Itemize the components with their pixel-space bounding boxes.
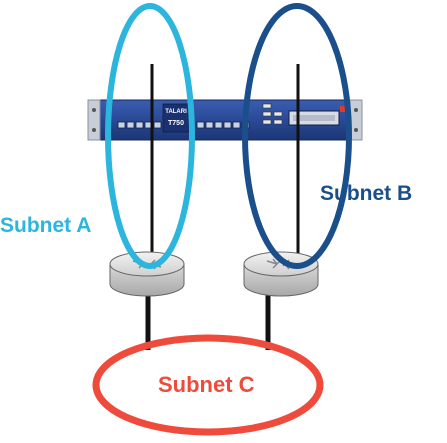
appliance-port-bank-left xyxy=(117,121,162,129)
appliance-badge xyxy=(162,103,190,133)
appliance-usb-ports xyxy=(262,103,283,125)
talari-t750-appliance: TALARI T750 xyxy=(87,99,363,141)
subnet-a-label: Subnet A xyxy=(0,214,92,237)
subnet-c-label: Subnet C xyxy=(158,372,255,397)
router-a xyxy=(109,251,185,297)
appliance-model-text: T750 xyxy=(168,120,184,127)
appliance-brand-text: TALARI xyxy=(165,109,187,115)
subnet-b-label: Subnet B xyxy=(320,182,413,205)
router-b xyxy=(243,251,319,297)
subnet-a-ellipse xyxy=(105,3,195,269)
subnet-b-ellipse xyxy=(242,3,352,269)
subnet-c-ellipse xyxy=(92,334,324,436)
